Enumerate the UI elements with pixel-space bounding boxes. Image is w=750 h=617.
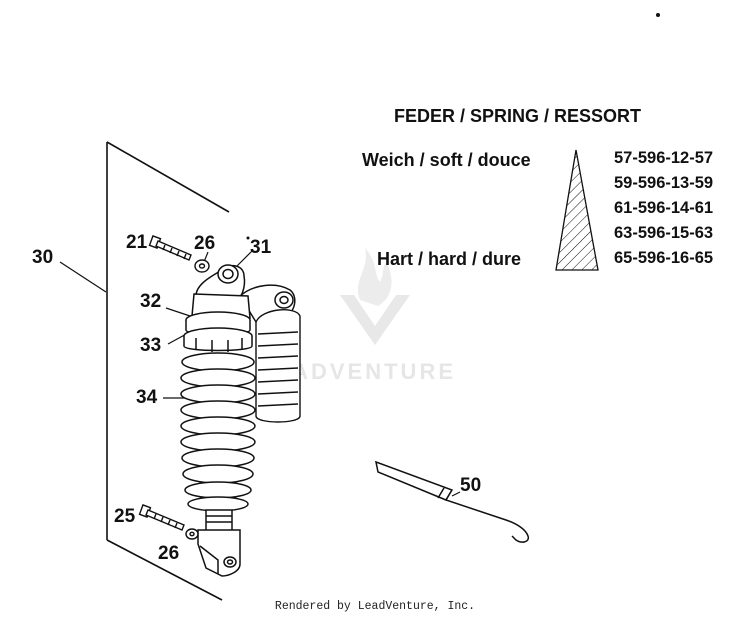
- bolt-21: [148, 235, 192, 261]
- spring-34: [180, 352, 256, 499]
- bolt-25: [138, 504, 185, 531]
- reservoir: [255, 309, 301, 423]
- shock-top-eye: [191, 264, 296, 323]
- footer-credit: Rendered by LeadVenture, Inc.: [274, 600, 476, 613]
- spring-part-number: 65-596-16-65: [614, 249, 714, 267]
- callout-32: 32: [140, 291, 162, 312]
- callout-26-top: 26: [194, 233, 216, 254]
- callout-50: 50: [460, 475, 482, 496]
- spring-table-title: FEDER / SPRING / RESSORT: [394, 106, 642, 126]
- assembly-bracket: [106, 141, 230, 601]
- lower-clevis: [187, 496, 249, 577]
- spring-part-number: 63-596-15-63: [614, 224, 714, 242]
- washer-26-bottom: [185, 528, 199, 540]
- watermark-logo: [340, 248, 410, 345]
- washer-26-top: [194, 259, 210, 273]
- spring-part-number: 61-596-14-61: [614, 199, 714, 217]
- callout-21: 21: [126, 232, 148, 253]
- callout-30: 30: [32, 247, 54, 268]
- callout-25: 25: [114, 506, 136, 527]
- spring-hard-label: Hart / hard / dure: [377, 249, 522, 269]
- spring-part-number: 57-596-12-57: [614, 149, 714, 167]
- hook-spanner-tool: [375, 460, 530, 543]
- spring-soft-label: Weich / soft / douce: [362, 150, 531, 170]
- callout-26-bottom: 26: [158, 543, 180, 564]
- spring-part-number: 59-596-13-59: [614, 174, 714, 192]
- spring-rate-triangle: [555, 149, 599, 271]
- preload-rings: [183, 311, 253, 352]
- leader-50: [451, 491, 461, 497]
- callout-33: 33: [140, 335, 162, 356]
- callout-31: 31: [250, 237, 272, 258]
- callout-34: 34: [136, 387, 158, 408]
